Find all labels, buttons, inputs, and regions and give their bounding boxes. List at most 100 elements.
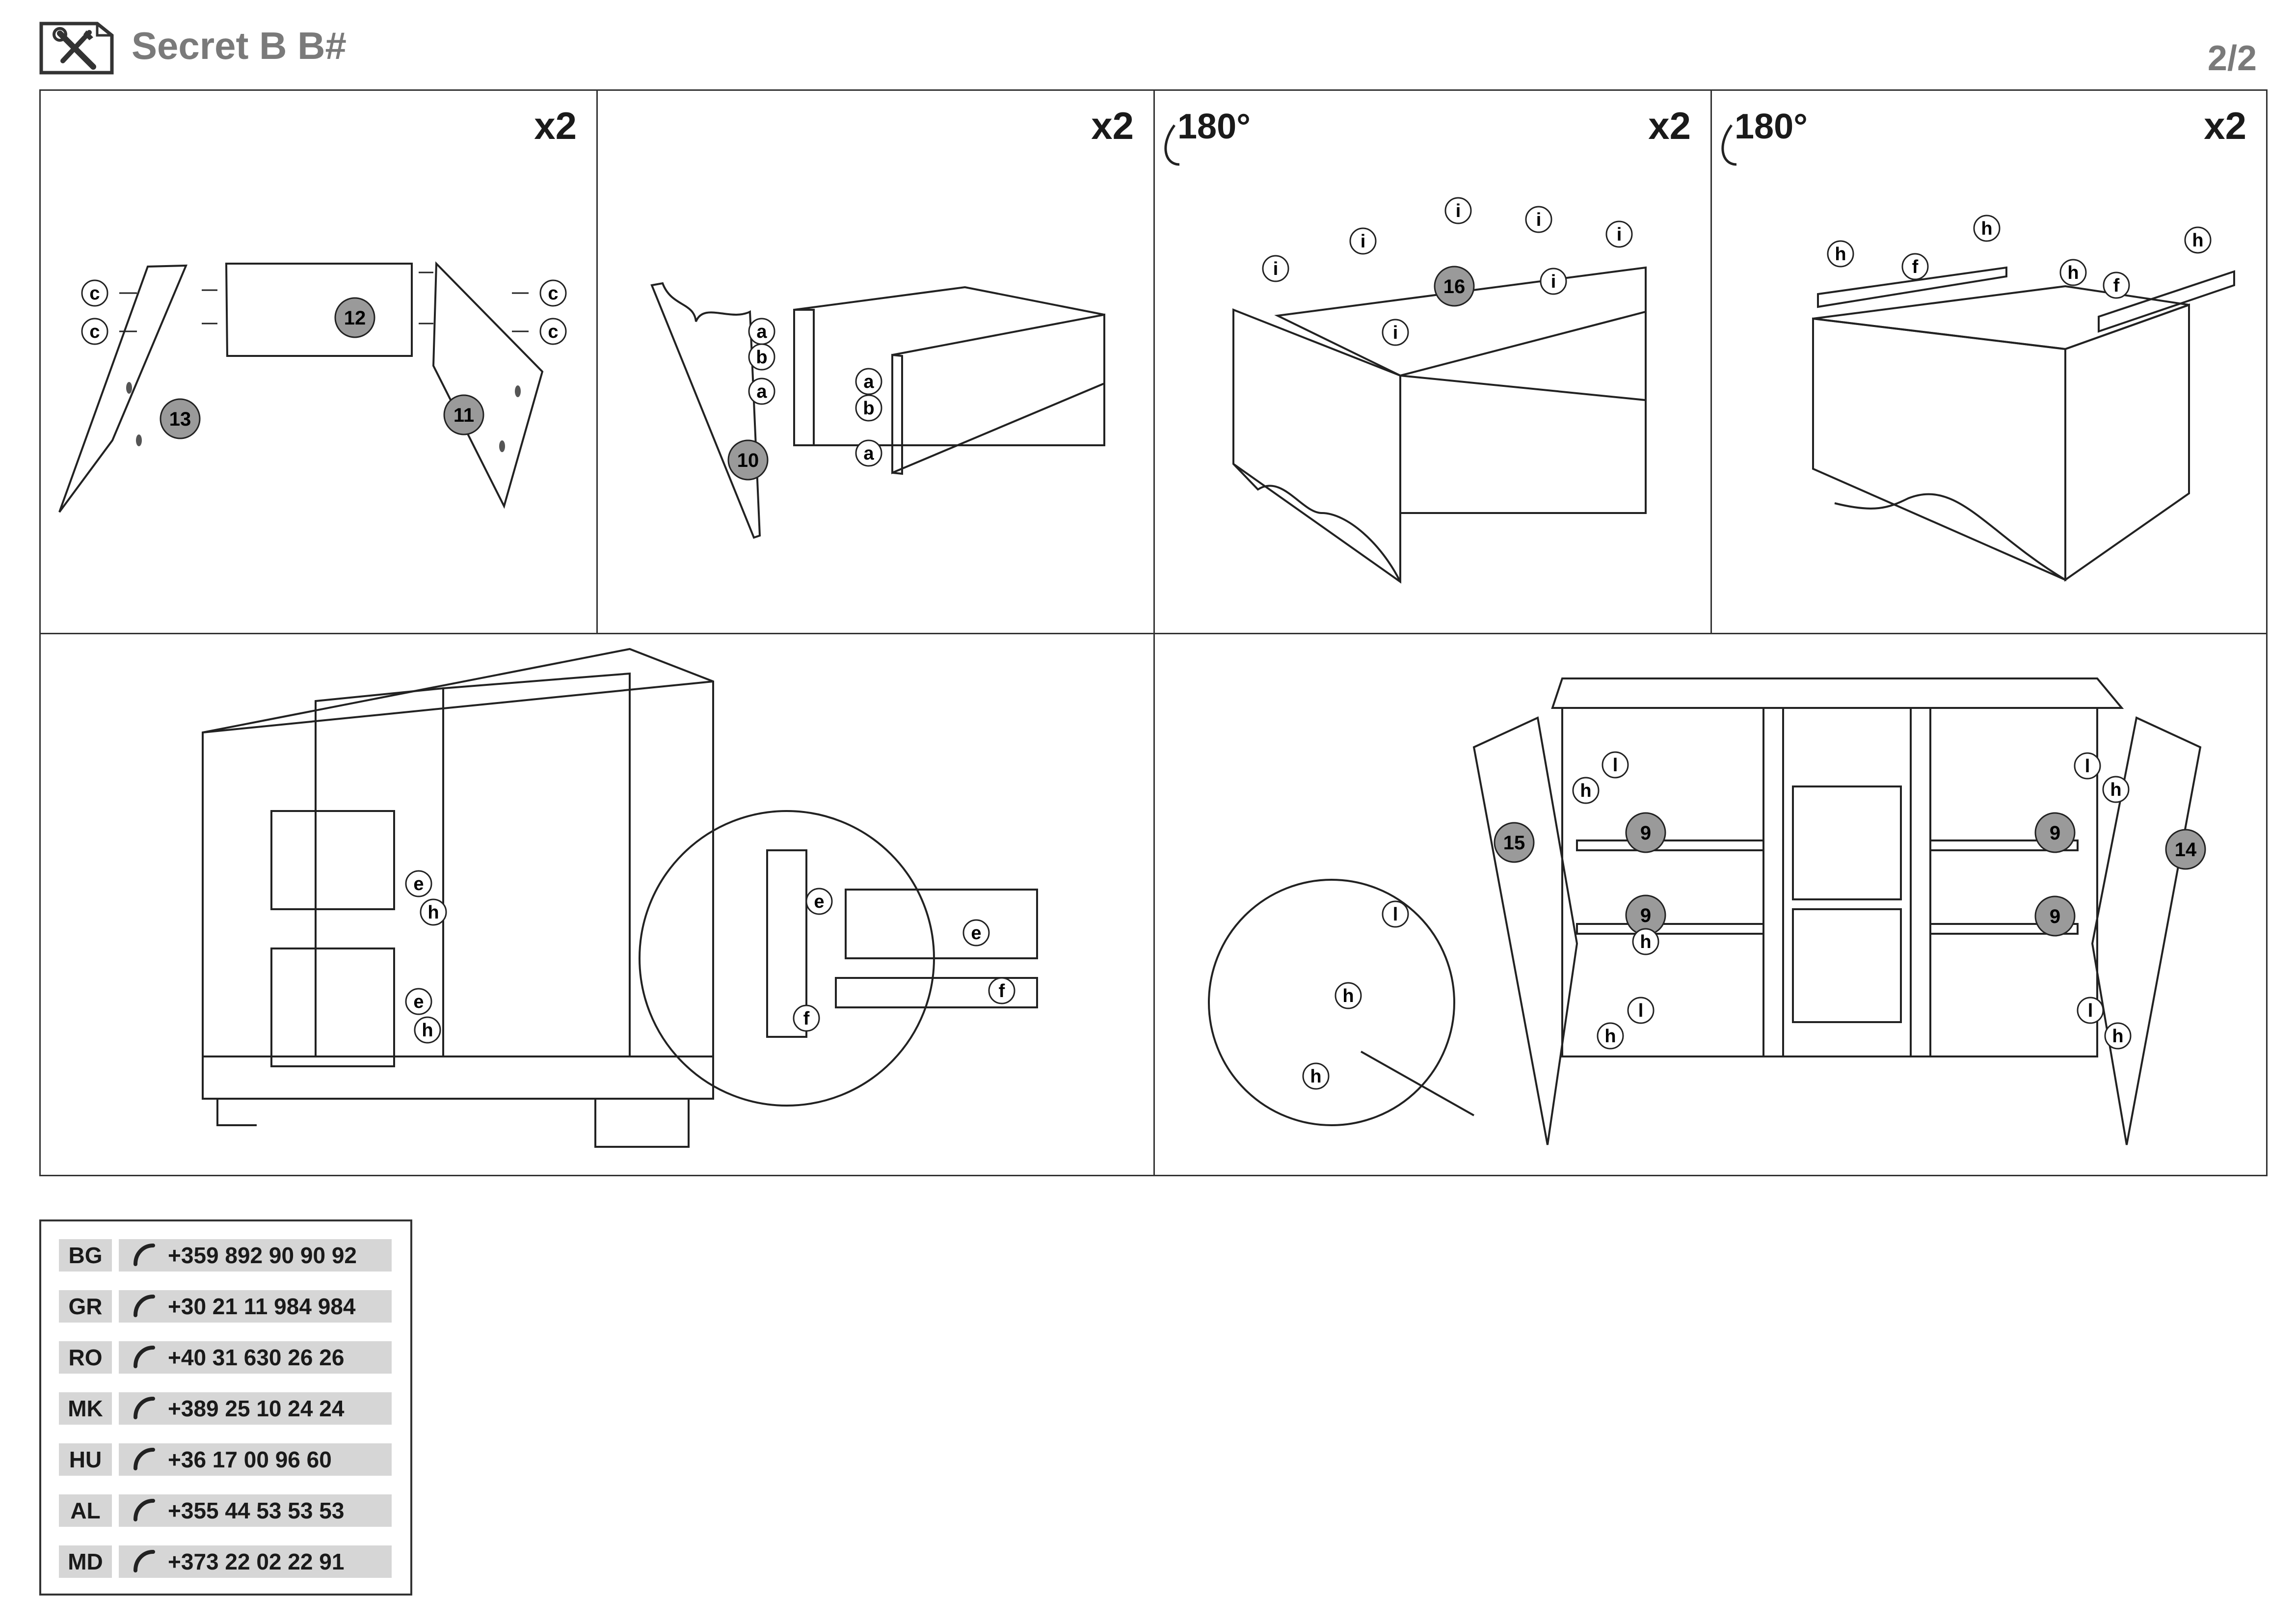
hardware-label: e (405, 988, 432, 1015)
hardware-label: h (1632, 928, 1659, 955)
svg-text:h: h (1604, 1026, 1616, 1047)
svg-text:b: b (863, 398, 874, 419)
svg-text:i: i (1393, 323, 1398, 343)
phone-number: +36 17 00 96 60 (168, 1447, 332, 1472)
svg-text:h: h (1580, 781, 1591, 801)
part-badge: 12 (334, 297, 375, 338)
quantity-multiplier: x2 (1648, 104, 1691, 147)
country-code: GR (59, 1290, 112, 1323)
hardware-label: b (748, 343, 775, 371)
svg-text:e: e (971, 923, 981, 944)
svg-text:l: l (1638, 1001, 1644, 1021)
svg-text:c: c (548, 322, 558, 342)
svg-text:h: h (2067, 263, 2079, 283)
svg-text:h: h (2110, 780, 2121, 800)
step-panel-1: 12 13 11 c c c c x2 (39, 89, 598, 634)
contact-row: MD +373 22 02 22 91 (59, 1545, 392, 1578)
hardware-label: l (2077, 997, 2104, 1024)
hardware-label: h (2102, 776, 2130, 803)
hardware-label: i (1349, 227, 1377, 255)
phone-icon (133, 1550, 155, 1572)
country-code: MD (59, 1545, 112, 1578)
hardware-label: f (2103, 271, 2130, 299)
svg-text:e: e (413, 874, 424, 894)
svg-text:9: 9 (2050, 906, 2060, 927)
phone-number: +389 25 10 24 24 (168, 1396, 345, 1421)
hardware-label: f (1901, 253, 1929, 280)
instruction-grid: 12 13 11 c c c c x2 (39, 89, 2268, 1176)
phone-icon (133, 1499, 155, 1521)
hardware-label: h (420, 898, 447, 926)
hardware-label: h (1597, 1022, 1624, 1050)
hardware-label: a (748, 378, 775, 405)
svg-text:h: h (422, 1020, 433, 1041)
hardware-label: l (1382, 900, 1409, 928)
svg-text:f: f (999, 981, 1005, 1001)
phone-entry[interactable]: +30 21 11 984 984 (119, 1290, 392, 1323)
hardware-label: i (1262, 255, 1289, 282)
step-panel-5: e h e h e e f f (39, 633, 1155, 1176)
part-badge: 10 (727, 439, 769, 481)
svg-text:i: i (1361, 231, 1366, 252)
hardware-label: c (539, 279, 567, 307)
hardware-label: i (1540, 268, 1567, 295)
svg-text:c: c (89, 283, 100, 304)
svg-text:e: e (413, 992, 424, 1012)
phone-icon (133, 1244, 155, 1266)
hardware-label: i (1605, 220, 1633, 248)
svg-text:h: h (1835, 244, 1846, 265)
phone-entry[interactable]: +36 17 00 96 60 (119, 1443, 392, 1476)
hardware-label: h (1827, 240, 1854, 268)
hardware-label: h (1302, 1062, 1330, 1090)
svg-text:b: b (756, 347, 767, 368)
contact-row: HU +36 17 00 96 60 (59, 1443, 392, 1476)
svg-text:l: l (1393, 904, 1398, 925)
step-2-illustration: 10 a b a a b a (650, 282, 1105, 539)
tools-icon (39, 22, 114, 75)
hardware-label: c (539, 318, 567, 345)
step-3-illustration: 16 i i i i i i i (1164, 124, 1647, 584)
phone-icon (133, 1295, 155, 1317)
phone-entry[interactable]: +373 22 02 22 91 (119, 1545, 392, 1578)
phone-icon (133, 1346, 155, 1368)
svg-text:i: i (1536, 210, 1542, 230)
svg-text:9: 9 (1640, 822, 1651, 844)
phone-entry[interactable]: +389 25 10 24 24 (119, 1392, 392, 1425)
hardware-label: l (2074, 752, 2101, 780)
page-number: 2/2 (2207, 39, 2257, 78)
svg-text:a: a (756, 381, 767, 402)
phone-entry[interactable]: +40 31 630 26 26 (119, 1341, 392, 1374)
contact-row: RO +40 31 630 26 26 (59, 1341, 392, 1374)
part-badge: 9 (2034, 812, 2076, 853)
phone-entry[interactable]: +359 892 90 90 92 (119, 1239, 392, 1272)
part-badge: 9 (1625, 894, 1666, 936)
hardware-label: f (988, 977, 1015, 1004)
svg-text:h: h (1342, 986, 1354, 1006)
svg-text:h: h (2112, 1026, 2123, 1047)
step-panel-4: h f h h f h 180° x2 (1710, 89, 2268, 634)
part-badge: 15 (1494, 822, 1535, 863)
document-title: Secret B B# (132, 24, 347, 67)
svg-text:l: l (2088, 1001, 2093, 1021)
hardware-label: i (1444, 197, 1472, 224)
part-badge: 11 (443, 394, 484, 435)
hardware-label: l (1627, 997, 1655, 1024)
phone-entry[interactable]: +355 44 53 53 53 (119, 1494, 392, 1527)
part-badge: 16 (1434, 266, 1475, 307)
phone-icon (133, 1397, 155, 1419)
phone-icon (133, 1448, 155, 1470)
quantity-multiplier: x2 (2204, 104, 2246, 147)
step-4-illustration: h f h h f h (1721, 124, 2235, 582)
rotation-label: 180° (1177, 107, 1251, 146)
rotate-arrow-icon (1164, 124, 1180, 166)
svg-text:13: 13 (169, 408, 191, 430)
step-1-illustration: 12 13 11 c c c c (58, 261, 567, 513)
svg-text:9: 9 (1640, 905, 1651, 926)
part-badge: 14 (2165, 829, 2206, 870)
contact-row: MK +389 25 10 24 24 (59, 1392, 392, 1425)
svg-text:f: f (2113, 275, 2120, 296)
part-badge: 9 (2034, 895, 2076, 937)
svg-text:l: l (2085, 756, 2090, 777)
svg-text:h: h (1981, 218, 1992, 239)
country-code: AL (59, 1494, 112, 1527)
